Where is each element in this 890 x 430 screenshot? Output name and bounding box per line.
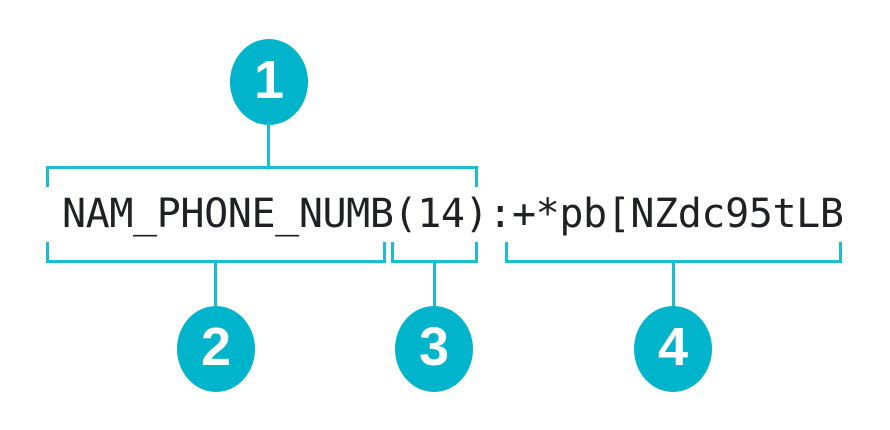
bracket-length [391, 242, 478, 263]
callout-3-connector-line [433, 262, 436, 307]
code-string: NAM_PHONE_NUMB(14):+*pb[NZdc95tLB [62, 191, 844, 237]
callout-2-number: 2 [200, 317, 232, 377]
callout-4-badge: 4 [634, 306, 712, 392]
bracket-value [505, 242, 842, 263]
callout-1-number: 1 [253, 50, 285, 110]
callout-4-number: 4 [657, 317, 689, 377]
bracket-field-name [46, 242, 386, 263]
bracket-full-field [46, 166, 478, 187]
callout-1-connector-line [267, 121, 270, 167]
callout-1-badge: 1 [230, 39, 308, 125]
callout-3-number: 3 [418, 317, 450, 377]
callout-2-connector-line [214, 262, 217, 307]
callout-2-badge: 2 [177, 306, 255, 392]
callout-4-connector-line [672, 262, 675, 307]
callout-3-badge: 3 [395, 306, 473, 392]
